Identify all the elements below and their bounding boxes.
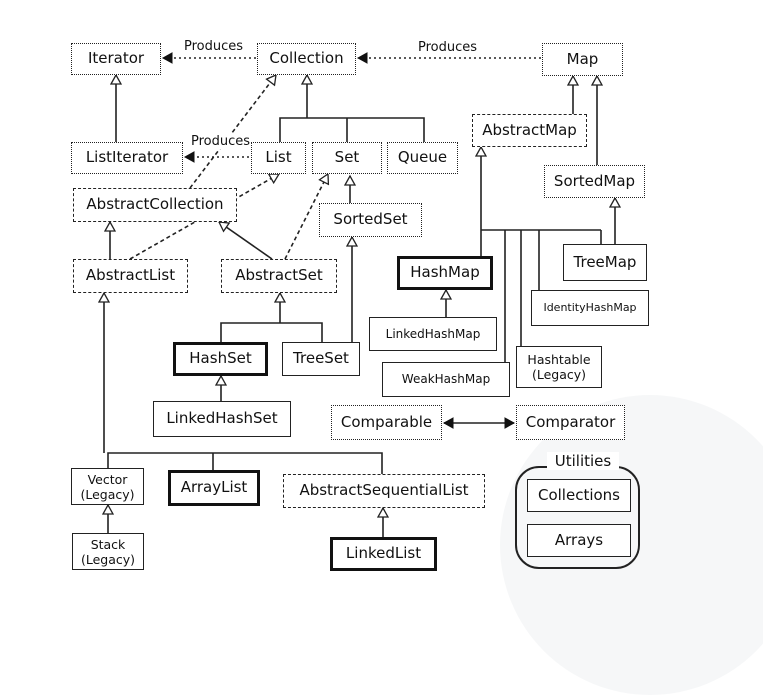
node-sorted-set: SortedSet [319, 203, 422, 237]
node-collections: Collections [527, 479, 631, 512]
node-hash-map: HashMap [397, 256, 493, 290]
node-vector: Vector (Legacy) [71, 468, 144, 505]
stack-name: Stack [90, 536, 126, 552]
node-comparator: Comparator [516, 405, 625, 440]
node-iterator: Iterator [71, 43, 161, 75]
node-stack: Stack (Legacy) [72, 533, 144, 570]
node-abstract-collection: AbstractCollection [73, 188, 237, 222]
vector-name: Vector [87, 471, 128, 487]
hashtable-legacy-note: (Legacy) [531, 367, 587, 382]
node-array-list: ArrayList [168, 470, 260, 506]
node-tree-set: TreeSet [282, 342, 360, 376]
node-sorted-map: SortedMap [544, 165, 645, 198]
node-linked-hash-map: LinkedHashMap [369, 317, 497, 351]
node-weak-hash-map: WeakHashMap [382, 362, 510, 397]
stack-legacy-note: (Legacy) [80, 551, 136, 567]
node-set: Set [312, 142, 382, 174]
hashtable-name: Hashtable [527, 352, 591, 367]
node-queue: Queue [387, 142, 458, 174]
relationship-lines [0, 52, 763, 537]
produces-label: Produces [182, 39, 246, 54]
node-linked-hash-set: LinkedHashSet [153, 401, 291, 437]
node-arrays: Arrays [527, 524, 631, 557]
utilities-title: Utilities [547, 452, 619, 470]
node-list: List [251, 142, 306, 174]
collections-framework-diagram: Produces Produces Produces Iterator Coll… [0, 39, 763, 571]
produces-label: Produces [416, 40, 480, 55]
node-tree-map: TreeMap [563, 244, 647, 281]
node-list-iterator: ListIterator [71, 142, 183, 174]
node-abstract-set: AbstractSet [221, 259, 337, 293]
node-collection: Collection [257, 43, 356, 75]
node-comparable: Comparable [331, 405, 442, 440]
node-abstract-list: AbstractList [73, 259, 188, 293]
vector-legacy-note: (Legacy) [80, 486, 135, 502]
node-abstract-sequential-list: AbstractSequentialList [283, 474, 485, 508]
node-identity-hash-map: IdentityHashMap [531, 290, 649, 326]
produces-label: Produces [189, 134, 253, 149]
node-hashtable: Hashtable (Legacy) [516, 346, 602, 388]
node-abstract-map: AbstractMap [472, 114, 587, 147]
node-linked-list: LinkedList [330, 537, 437, 571]
node-map: Map [542, 43, 623, 76]
node-hash-set: HashSet [173, 342, 268, 376]
